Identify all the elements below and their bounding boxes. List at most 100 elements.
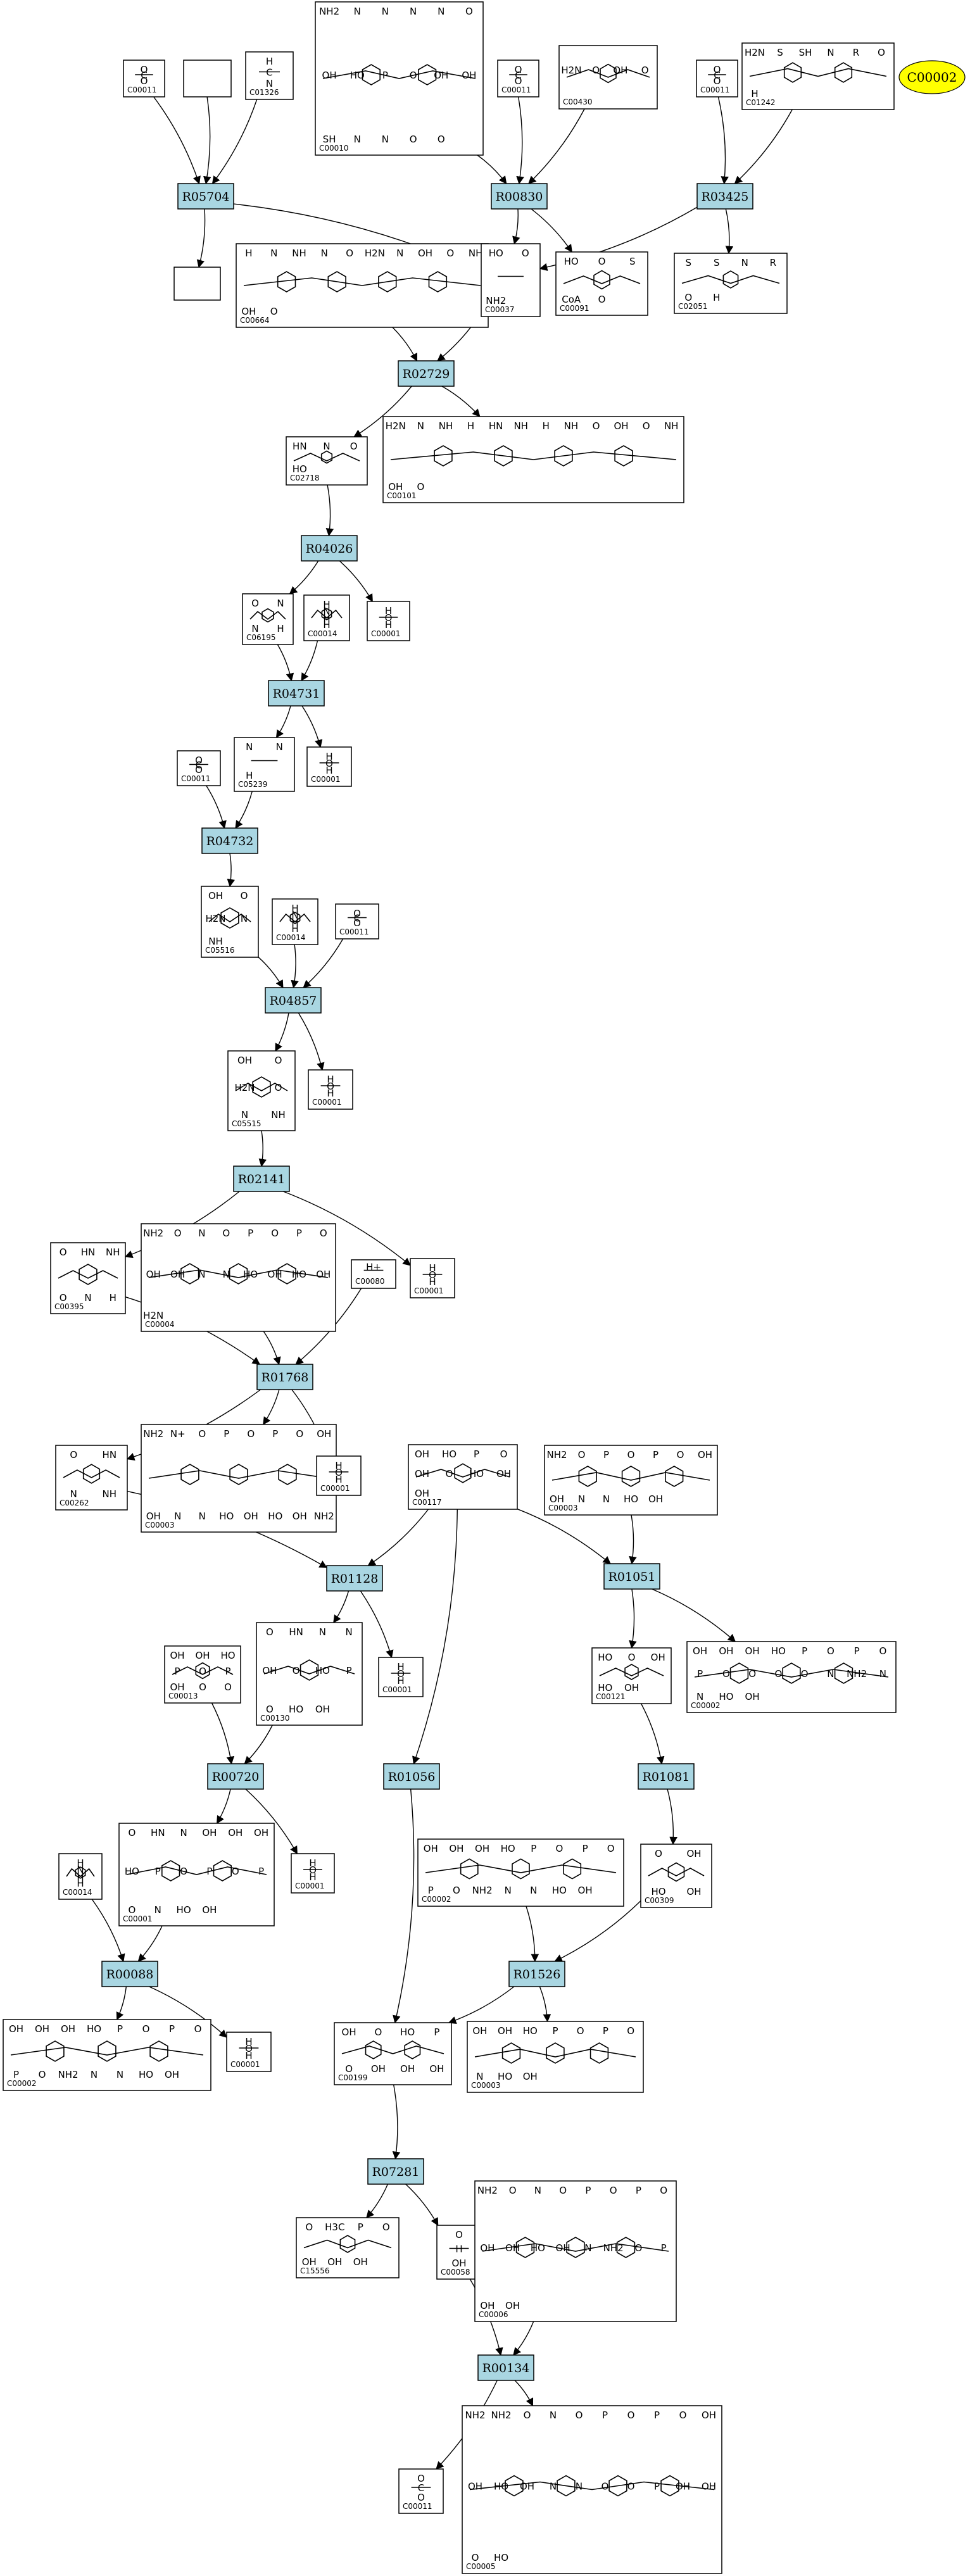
reaction-node[interactable]: R01128	[326, 1565, 383, 1592]
reaction-node[interactable]: R04857	[265, 987, 322, 1014]
atom-label: O	[195, 764, 203, 776]
ring-shape	[834, 1662, 853, 1684]
edge-R00720-k2	[216, 1788, 231, 1825]
atom-label: O	[429, 1269, 436, 1281]
edge-m3-R00134	[513, 2321, 534, 2356]
compound-box	[234, 737, 295, 792]
reaction-node[interactable]: R01526	[508, 1961, 565, 1987]
reaction-label: R01526	[513, 1968, 561, 1982]
reaction-node[interactable]: R01056	[383, 1763, 440, 1790]
bond-chain	[279, 913, 311, 923]
reaction-node[interactable]: R00720	[207, 1763, 264, 1790]
reaction-node[interactable]: R00830	[491, 183, 548, 210]
reaction-node[interactable]: R00088	[101, 1961, 158, 1987]
atom-label: OH	[415, 1468, 429, 1480]
compound-node[interactable]	[173, 267, 221, 301]
reaction-node[interactable]: R00134	[477, 2354, 534, 2381]
reaction-node[interactable]: R01768	[256, 1364, 313, 1390]
reaction-node[interactable]: R07281	[367, 2158, 424, 2185]
reaction-box	[177, 183, 234, 210]
reaction-node[interactable]: R01081	[638, 1763, 695, 1790]
atom-label: OH	[146, 1269, 161, 1280]
compound-id: C00003	[471, 2081, 501, 2090]
atom-label: OH	[317, 1428, 331, 1440]
reaction-node[interactable]: R02729	[398, 360, 455, 387]
bond-chain	[311, 609, 343, 619]
edge-d2-R04731	[301, 640, 318, 682]
reaction-node[interactable]: R05704	[177, 183, 234, 210]
compound-node[interactable]	[183, 60, 232, 97]
compound-id: C00014	[308, 629, 337, 638]
bond-chain	[58, 1270, 118, 1279]
reaction-node[interactable]: R02141	[233, 1165, 290, 1192]
compound-node[interactable]: H+C00080	[351, 1259, 396, 1289]
compound-id: C00262	[60, 1498, 89, 1507]
atom-label: O	[878, 47, 885, 58]
compound-id: C00011	[127, 85, 157, 94]
atom-label: N	[550, 2481, 557, 2492]
reaction-node[interactable]: R04732	[201, 827, 258, 854]
atom-label: N	[382, 6, 389, 17]
compound-id: C06195	[246, 633, 276, 642]
reaction-node[interactable]: R04026	[301, 535, 358, 562]
atom-label: OH	[472, 2025, 487, 2037]
highlight-legend[interactable]: C00002	[898, 60, 966, 94]
reaction-node[interactable]: R03425	[696, 183, 753, 210]
reaction-node[interactable]: R04731	[268, 680, 325, 707]
atom-label: OH	[170, 1681, 184, 1693]
reaction-node[interactable]: R01051	[603, 1563, 660, 1590]
atom-label: OH	[686, 1886, 701, 1897]
